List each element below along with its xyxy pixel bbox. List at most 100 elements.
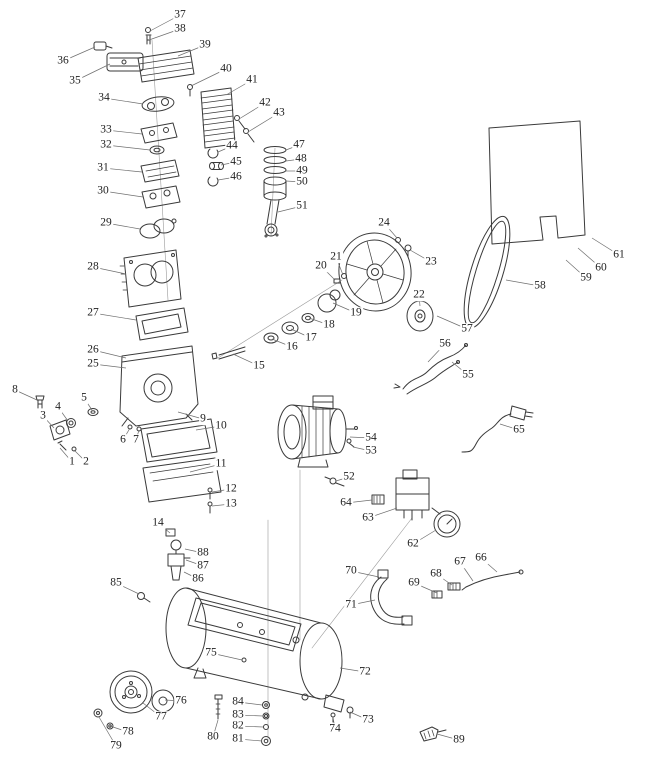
leader-line-24	[383, 222, 398, 239]
leader-line-82	[237, 725, 264, 728]
piston-pin-drawing	[207, 148, 224, 187]
leader-line-64	[345, 499, 373, 504]
leader-line-6	[122, 427, 131, 441]
leader-line-29	[105, 222, 141, 230]
cylinder-head-drawing	[137, 49, 195, 97]
leader-line-83	[237, 714, 264, 717]
leader-line-48	[285, 158, 302, 162]
leader-line-19	[332, 302, 357, 314]
leader-line-78	[109, 725, 129, 733]
leader-line-88	[184, 548, 204, 554]
leader-line-79	[98, 716, 117, 747]
leader-line-17	[290, 328, 312, 339]
leader-line-16	[271, 338, 293, 348]
leader-line-65	[499, 423, 520, 431]
leader-line-53	[352, 446, 372, 452]
motor-drawing	[277, 395, 358, 468]
leader-line-76	[164, 699, 182, 702]
leader-line-26	[92, 349, 127, 359]
leader-line-77	[142, 702, 162, 718]
leader-line-85	[115, 582, 140, 595]
leader-line-3	[42, 415, 55, 429]
tank-bolt-drawing	[137, 592, 151, 603]
leader-line-38	[148, 28, 181, 41]
leader-line-81	[237, 738, 263, 742]
leader-line-23	[409, 249, 432, 263]
tank-drawing	[165, 587, 345, 713]
leader-line-70	[350, 570, 380, 578]
leader-line-34	[103, 97, 144, 105]
leader-line-5	[83, 397, 93, 411]
leader-line-52	[335, 476, 350, 482]
base-plate-drawing	[142, 457, 222, 514]
leader-line-40	[190, 68, 227, 87]
leader-line-11	[189, 463, 222, 473]
leader-line-32	[105, 144, 151, 151]
leader-line-41	[225, 79, 253, 96]
leader-line-72	[339, 667, 366, 673]
leader-line-12	[211, 488, 232, 493]
leader-line-35	[74, 63, 111, 82]
leader-line-59	[565, 259, 587, 279]
gasket-drawing	[135, 307, 189, 341]
alignment-lines	[151, 39, 413, 743]
leader-line-51	[277, 205, 303, 213]
leader-line-86	[183, 571, 199, 580]
leader-line-28	[92, 266, 127, 275]
gauge-drawing	[431, 507, 461, 538]
pressure-switch-drawing	[324, 469, 430, 521]
leader-line-7	[135, 429, 140, 441]
crankcase-drawing	[119, 345, 199, 432]
leader-line-47	[285, 144, 300, 151]
leader-line-37	[149, 14, 181, 32]
leader-line-63	[367, 507, 398, 519]
finned-cylinder-drawing	[200, 87, 255, 149]
leader-line-84	[237, 701, 263, 706]
leader-line-4	[57, 406, 69, 422]
leader-line-74	[332, 716, 336, 730]
leader-line-33	[105, 129, 143, 135]
pulley-drawing	[406, 300, 434, 332]
hose-fittings-drawing	[431, 582, 461, 599]
leader-line-20	[320, 265, 336, 281]
leader-line-44	[217, 145, 233, 153]
leader-line-36	[62, 46, 96, 62]
leader-line-27	[92, 312, 137, 321]
leader-line-61	[591, 237, 620, 256]
leader-line-8	[14, 389, 38, 401]
leader-line-13	[211, 503, 232, 507]
leader-line-89	[436, 733, 460, 741]
leader-line-43	[247, 112, 280, 133]
leader-line-71	[350, 599, 376, 606]
leader-line-73	[349, 711, 369, 721]
wires-drawing	[393, 343, 468, 395]
leader-line-21	[335, 256, 344, 276]
leader-line-60	[577, 247, 602, 269]
leader-line-25	[92, 363, 127, 369]
leader-line-18	[308, 317, 330, 326]
leader-line-30	[102, 190, 144, 198]
leader-line-1	[59, 447, 73, 463]
leader-line-80	[212, 719, 219, 738]
regulator-assembly-drawing	[165, 528, 191, 581]
hose-drawing	[370, 569, 413, 626]
leader-line-66	[480, 557, 498, 573]
leader-line-2	[73, 449, 87, 463]
flange-bolts-drawing	[35, 395, 99, 452]
leader-line-39	[177, 44, 206, 57]
mount-gasket-drawing	[140, 418, 218, 463]
leader-line-46	[217, 176, 237, 181]
leader-line-45	[220, 161, 237, 166]
leader-line-22	[418, 294, 421, 307]
leader-line-55	[451, 361, 469, 376]
leader-line-68	[435, 573, 453, 586]
leader-line-54	[349, 436, 372, 439]
leader-line-58	[505, 279, 541, 287]
leader-line-69	[413, 582, 438, 594]
unloader-tube-drawing	[461, 569, 524, 591]
axle-bolt-drawing	[214, 694, 223, 720]
power-cord-drawing	[461, 405, 534, 453]
flywheel-drawing	[338, 232, 412, 312]
